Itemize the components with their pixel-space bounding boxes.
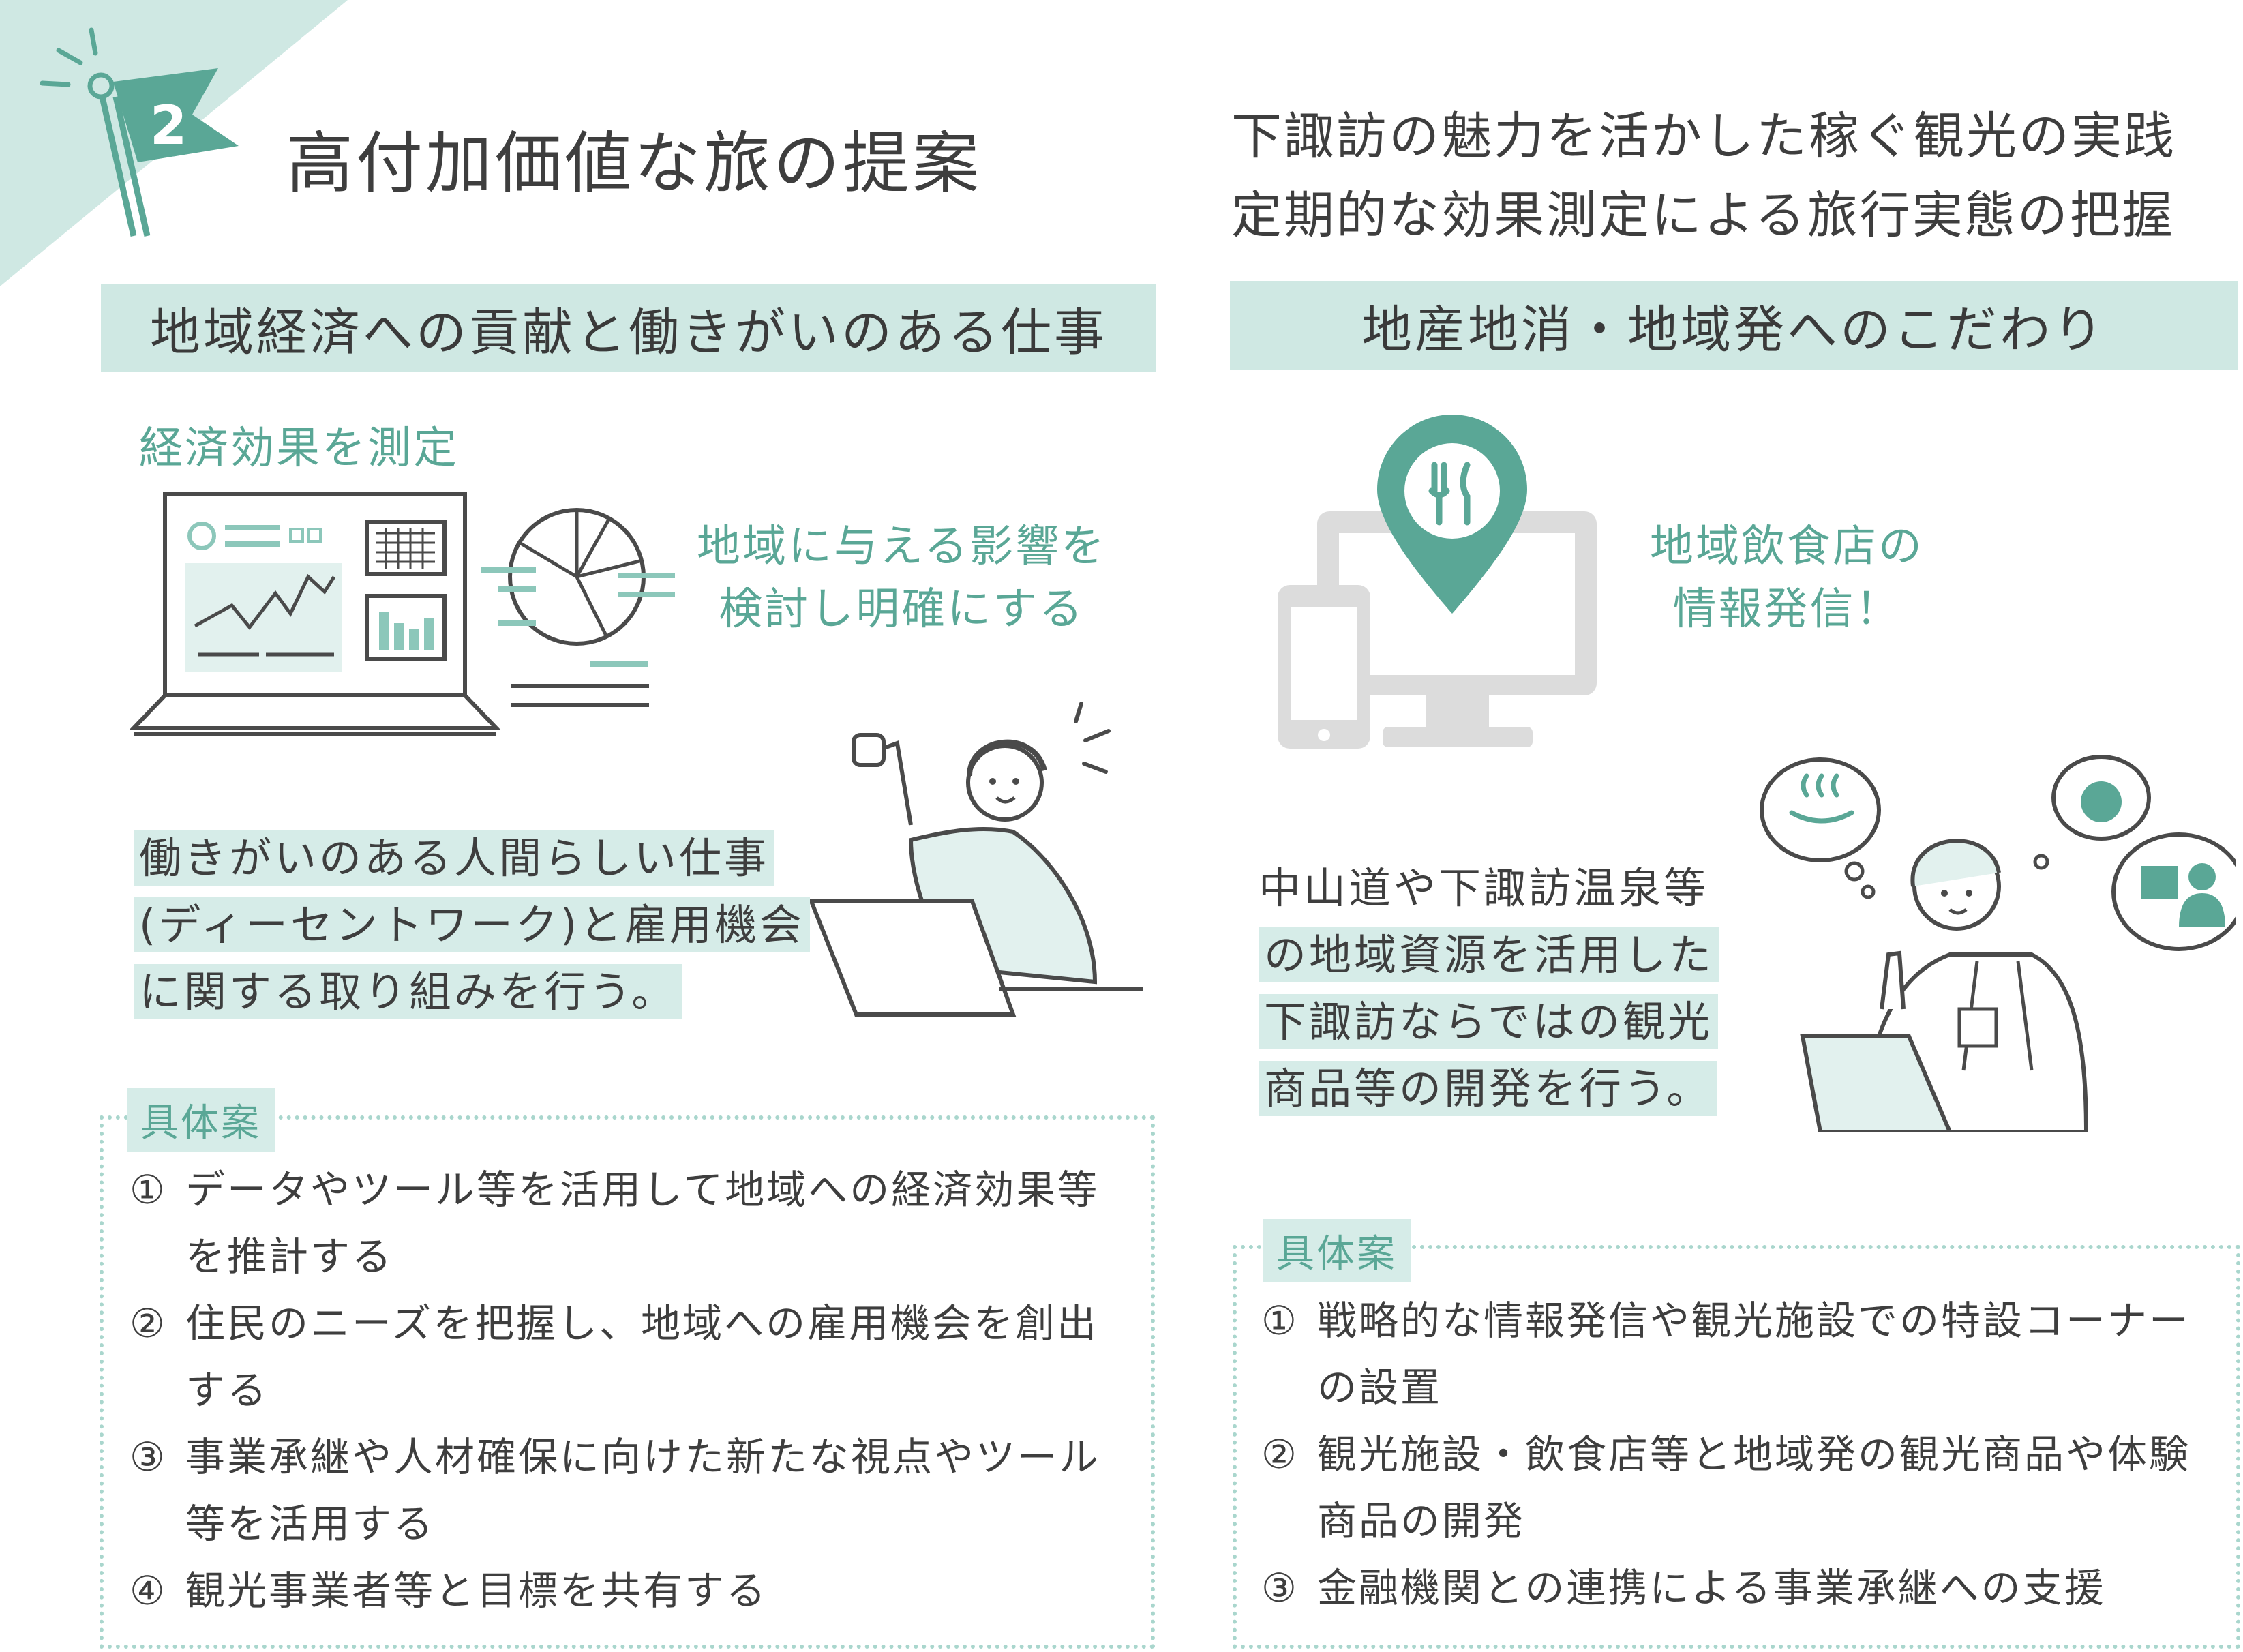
subtitle-line-1: 下諏訪の魅力を活かした稼ぐ観光の実践 [1231, 107, 2176, 166]
left-proposals-box [100, 1115, 1155, 1649]
right-proposals-tag: 具体案 [1263, 1219, 1411, 1282]
work-line-2: (ディーセントワーク)と雇用機会 [134, 897, 811, 952]
right-band-title: 地産地消・地域発へのこだわり [1230, 281, 2238, 370]
work-text: 働きがいのある人間らしい仕事 (ディーセントワーク)と雇用機会 に関する取り組み… [134, 825, 811, 1025]
info-line-1: 地域飲食店の [1650, 522, 1924, 572]
subtitle-line-2: 定期的な効果測定による旅行実態の把握 [1231, 186, 2175, 245]
left-proposals-tag: 具体案 [127, 1088, 275, 1152]
impact-line-1: 地域に与える影響を [697, 522, 1107, 572]
impact-note: 地域に与える影響を 検討し明確にする [697, 515, 1107, 641]
measure-label: 経済効果を測定 [139, 423, 459, 474]
resource-line-1: 中山道や下諏訪温泉等 [1259, 863, 1709, 913]
resource-text: 中山道や下諏訪温泉等 の地域資源を活用した 下諏訪ならではの観光 商品等の開発を… [1259, 855, 1720, 1122]
devices-location-pin-illustration [1278, 415, 1597, 749]
page-title: 高付加価値な旅の提案 [286, 125, 982, 202]
resource-line-3: 下諏訪ならではの観光 [1259, 994, 1719, 1049]
work-line-3: に関する取り組みを行う。 [134, 964, 682, 1019]
info-line-2: 情報発信！ [1672, 584, 1901, 635]
cheering-worker-illustration [809, 702, 1143, 1017]
laptop-chart-illustration [130, 492, 675, 736]
right-proposals-box [1233, 1245, 2240, 1649]
corner-flag-decoration [0, 0, 348, 286]
resource-line-4: 商品等の開発を行う。 [1259, 1061, 1717, 1116]
section-number: 2 [150, 95, 187, 157]
left-band-title: 地域経済への貢献と働きがいのある仕事 [101, 284, 1156, 372]
info-note: 地域飲食店の 情報発信！ [1650, 515, 1924, 641]
impact-line-2: 検討し明確にする [719, 584, 1085, 635]
planner-thinking-illustration [1760, 755, 2236, 1132]
work-line-1: 働きがいのある人間らしい仕事 [134, 830, 775, 886]
resource-line-2: の地域資源を活用した [1259, 927, 1720, 982]
